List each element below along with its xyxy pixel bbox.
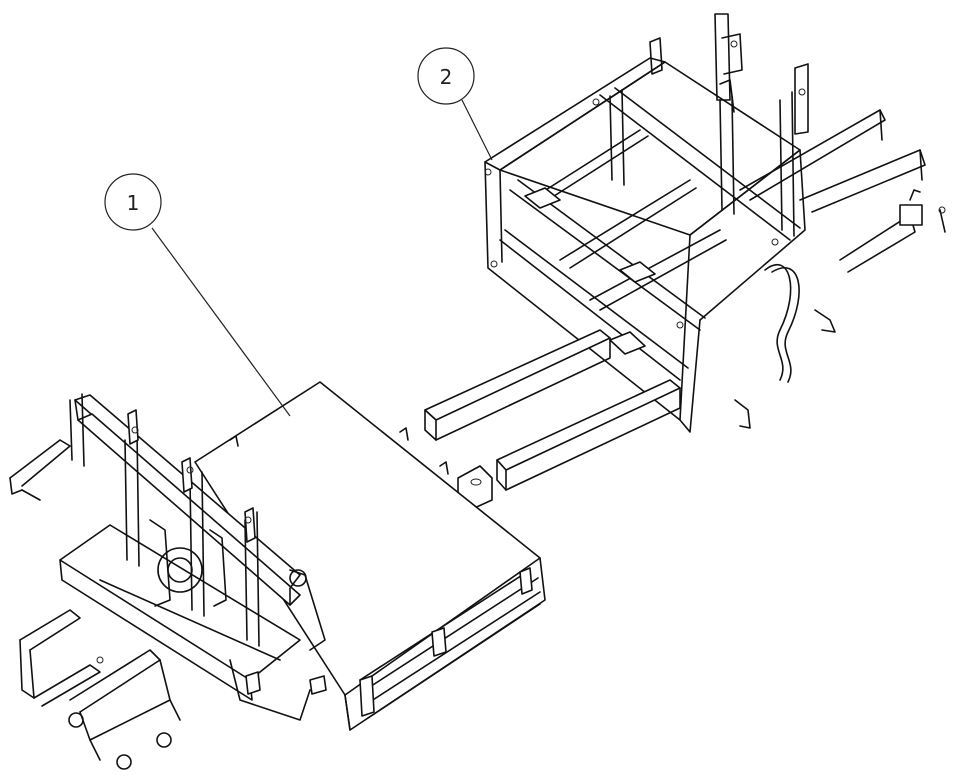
callout-1: 1 <box>104 173 291 417</box>
hitch-frame-assembly <box>9 393 327 770</box>
callout-label: 2 <box>440 65 453 89</box>
callout-2: 2 <box>417 47 493 161</box>
leader-line <box>151 227 291 417</box>
callout-circle <box>104 173 162 231</box>
callout-label: 1 <box>127 191 140 215</box>
connecting-beams <box>424 329 681 511</box>
deck-plate-assembly <box>194 381 546 731</box>
callout-circle <box>417 47 475 105</box>
leader-line <box>461 99 493 161</box>
cage-frame-assembly <box>484 13 946 433</box>
